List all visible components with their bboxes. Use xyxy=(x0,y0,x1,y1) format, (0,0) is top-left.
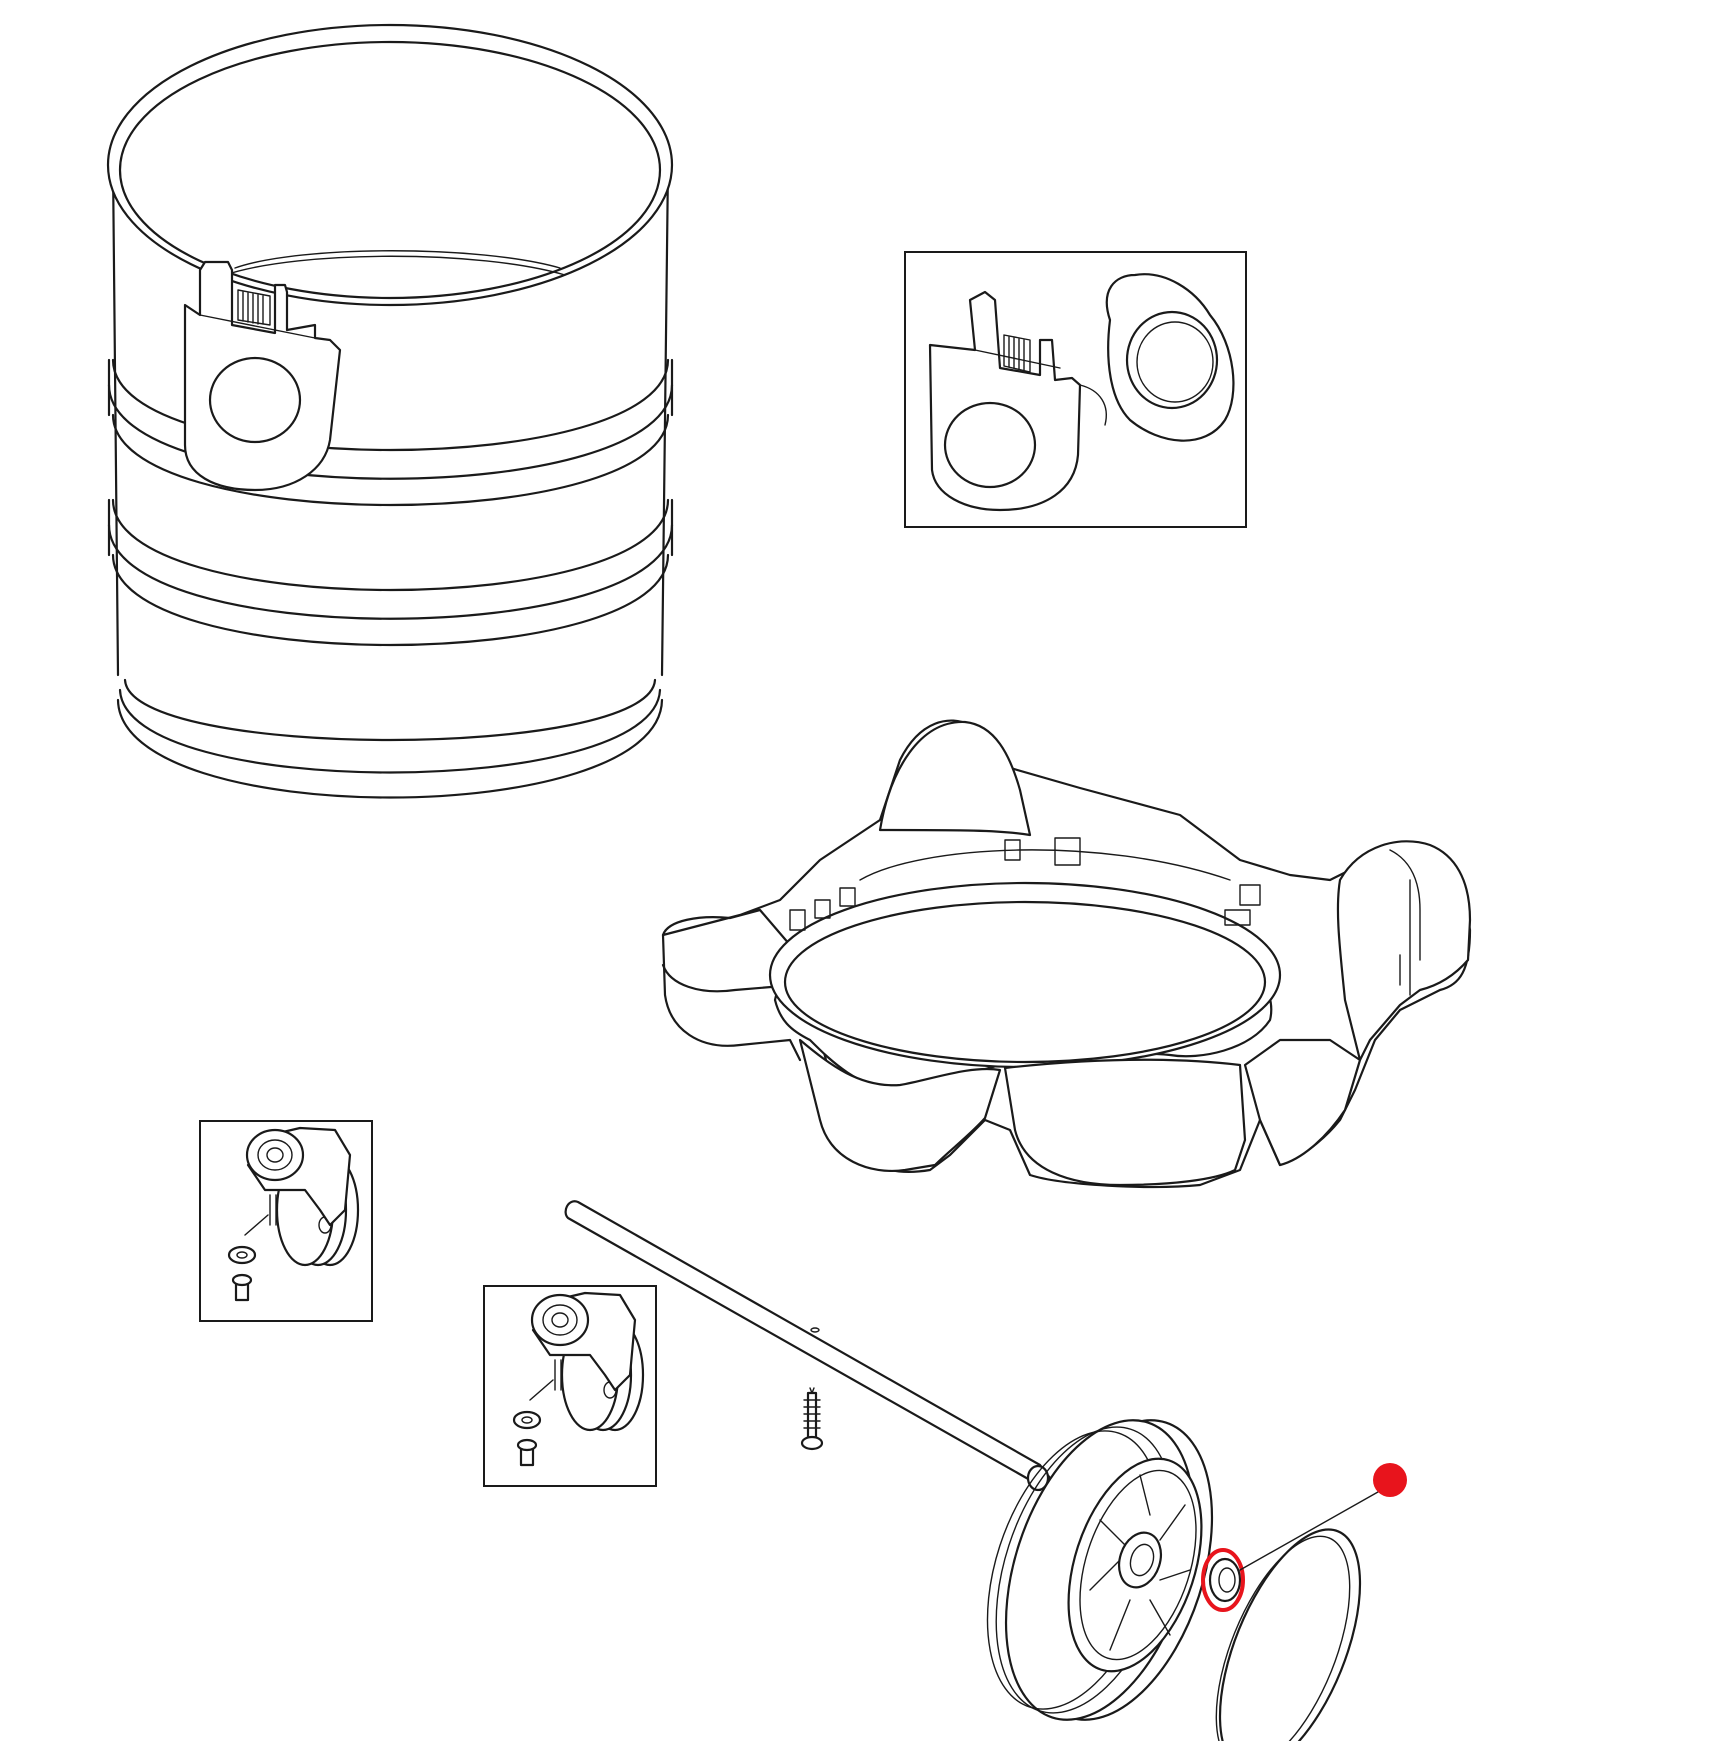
dust-container-drum[interactable] xyxy=(106,23,674,799)
base-chassis[interactable] xyxy=(661,719,1472,1189)
castor-detail-inset-1[interactable] xyxy=(199,1120,373,1322)
callout-leader xyxy=(1239,1463,1407,1571)
wheel-hub-washer[interactable] xyxy=(1201,1548,1245,1612)
callout-dot[interactable] xyxy=(1373,1463,1407,1497)
hub-cap[interactable] xyxy=(1189,1511,1389,1741)
castor-detail-inset-2[interactable] xyxy=(483,1285,657,1487)
highlight-ring xyxy=(1201,1548,1245,1612)
rear-wheel[interactable] xyxy=(955,1396,1246,1741)
axle-screw[interactable] xyxy=(800,1387,824,1451)
clip-detail-inset[interactable] xyxy=(904,251,1247,528)
axle-rod[interactable] xyxy=(564,1200,1052,1492)
